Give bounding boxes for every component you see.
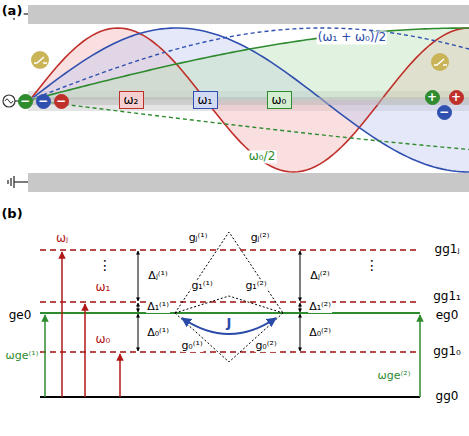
- charge-circle: −: [36, 94, 51, 109]
- coupling-label: gⱼ⁽¹⁾: [188, 232, 209, 244]
- mode-curve-dashed: [30, 100, 469, 149]
- detuning-label: Δⱼ⁽²⁾: [309, 270, 330, 282]
- charge-circle: −: [18, 94, 33, 109]
- coupling-label: gⱼ⁽²⁾: [250, 232, 271, 244]
- ellipsis: ⋮: [97, 258, 113, 273]
- ground-plane: [28, 5, 469, 24]
- detuning-label: Δ₀⁽²⁾: [308, 327, 332, 339]
- coupling-line: [175, 232, 283, 362]
- mode-curve-dashed: [30, 28, 469, 100]
- mode-box: ω₂: [119, 91, 144, 109]
- transition-arrow: [45, 315, 420, 397]
- center-strip: [28, 97, 469, 105]
- photon-level: [40, 250, 420, 352]
- mode-label: ω₀: [272, 94, 287, 106]
- frequency-label: ωⱼ: [55, 232, 69, 245]
- exchange-label: J: [226, 316, 233, 330]
- state-label: gg1₁: [432, 290, 462, 303]
- state-label: gg1ⱼ: [434, 243, 461, 256]
- frequency-label: ω₀/2: [248, 150, 277, 163]
- coupling-label: g₀⁽²⁾: [254, 340, 277, 352]
- charge-circle: −: [54, 94, 69, 109]
- qubit-level: [40, 312, 420, 314]
- charge-circle: +: [449, 90, 464, 105]
- frequency-label: (ω₁ + ω₀)/2: [317, 31, 387, 44]
- mode-label: ω₂: [124, 94, 139, 106]
- state-label: ge0: [8, 309, 33, 322]
- detuning-label: Δ₀⁽¹⁾: [146, 327, 170, 339]
- coupling-label: g₁⁽²⁾: [244, 280, 267, 292]
- ellipsis: ⋮: [364, 258, 380, 273]
- frequency-label: ω₁: [95, 281, 112, 294]
- state-label: gg1₀: [432, 345, 462, 358]
- mode-label: ω₁: [198, 94, 213, 106]
- mode-fill: [30, 28, 469, 100]
- frequency-label: ωge⁽²⁾: [377, 370, 412, 382]
- mode-box: ω₀: [267, 91, 292, 109]
- state-label: gg0: [435, 390, 460, 403]
- detuning-arrow: [138, 251, 300, 351]
- transition-arrow: [62, 252, 120, 397]
- charge-sign: −: [20, 95, 30, 107]
- mode-box: ω₁: [193, 91, 218, 109]
- switch-icon: [31, 51, 449, 71]
- frequency-label: ω₀: [95, 333, 112, 346]
- charge-circle: +: [425, 90, 440, 105]
- charge-sign: −: [439, 106, 449, 118]
- frequency-label: ωge⁽¹⁾: [5, 350, 40, 362]
- charge-sign: −: [38, 95, 48, 107]
- charge-circle: −: [437, 105, 452, 120]
- panel-label: (b): [0, 207, 23, 221]
- detuning-label: Δⱼ⁽¹⁾: [147, 270, 168, 282]
- mode-curve: [30, 28, 469, 100]
- coupling-label: g₀⁽¹⁾: [180, 340, 203, 352]
- charge-sign: +: [451, 91, 461, 103]
- detuning-label: Δ₁⁽²⁾: [308, 301, 332, 313]
- charge-sign: +: [427, 91, 437, 103]
- charge-sign: −: [56, 95, 66, 107]
- state-label: eg0: [435, 309, 460, 322]
- coupling-label: g₁⁽¹⁾: [190, 280, 213, 292]
- ground-plane: [28, 173, 469, 192]
- detuning-label: Δ₁⁽¹⁾: [146, 301, 170, 313]
- panel-label: (a): [1, 4, 24, 18]
- ground-level: [40, 396, 420, 398]
